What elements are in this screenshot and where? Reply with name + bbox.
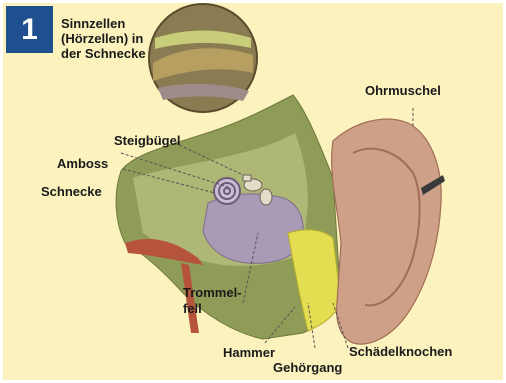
cochlea-illustration — [214, 178, 240, 204]
pinna — [332, 119, 442, 344]
label-ohrmuschel: Ohrmuschel — [365, 83, 441, 98]
magnifier-inset-illustration — [149, 4, 257, 112]
label-amboss: Amboss — [57, 156, 108, 171]
label-hammer: Hammer — [223, 345, 275, 360]
figure-number-badge: 1 — [6, 6, 53, 53]
label-gehoergang: Gehörgang — [273, 360, 342, 375]
label-sinnzellen: Sinnzellen (Hörzellen) in der Schnecke — [61, 16, 151, 61]
middle-ear-region — [203, 194, 303, 263]
label-steigbuegel: Steigbügel — [114, 133, 180, 148]
label-trommelfell-2: fell — [183, 301, 202, 316]
figure-panel: 1 Sinnzellen (Hörzellen) in der Schnecke… — [3, 3, 503, 380]
label-schnecke: Schnecke — [41, 184, 102, 199]
label-trommelfell-1: Trommel- — [183, 285, 242, 300]
label-schaedelknochen: Schädelknochen — [349, 344, 452, 359]
